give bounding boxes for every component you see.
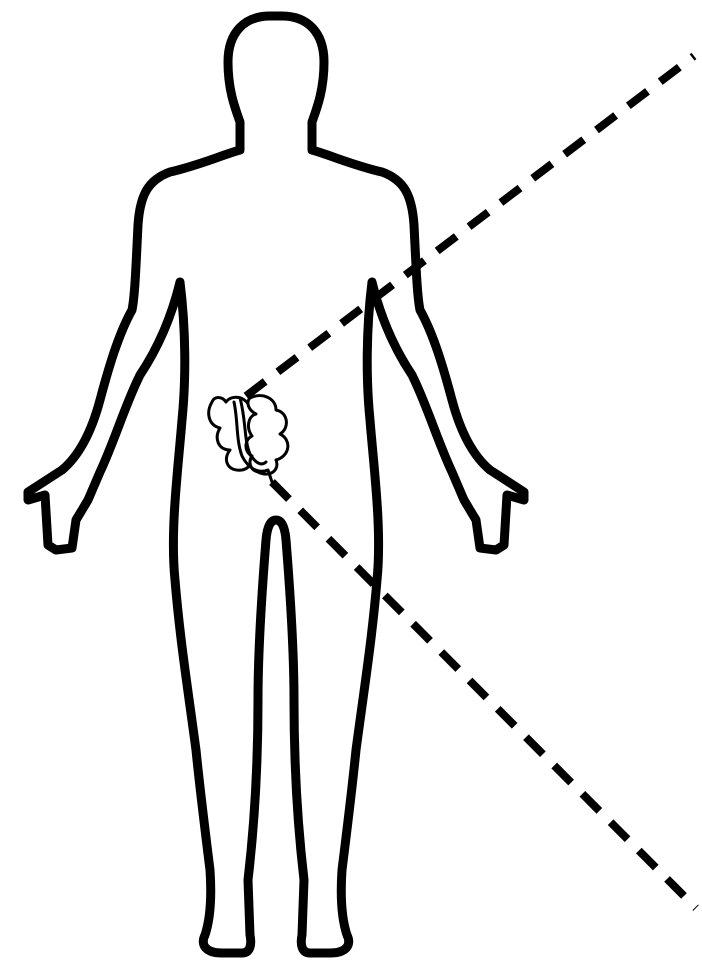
small-intestine-icon — [209, 396, 288, 482]
callout-lines — [246, 56, 696, 908]
